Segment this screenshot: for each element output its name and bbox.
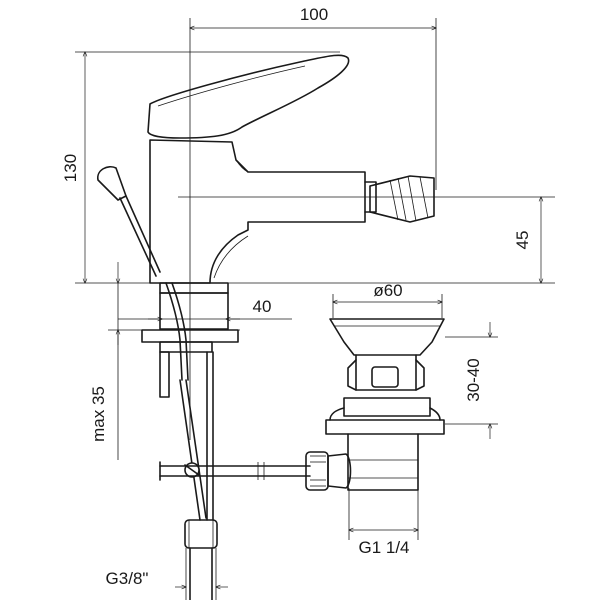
dim-max-thickness: max 35 [89,386,108,442]
dim-height-total: 130 [61,154,80,182]
dim-width-total: 100 [300,5,328,24]
dim-waste-diameter: ø60 [373,281,402,300]
dim-spout-height: 45 [513,231,532,250]
spout-nozzle [364,175,435,223]
dim-waste-thread: G1 1/4 [358,538,409,557]
dim-waste-range: 30-40 [464,358,483,401]
mounting-base [141,282,239,600]
mixer-body [97,54,435,284]
popup-rod-knob [97,165,161,277]
dim-inlet-thread: G3/8" [106,569,149,588]
dimension-lines [75,18,555,600]
dim-base-offset: 40 [253,297,272,316]
inlet-hex-nut [184,519,218,600]
popup-waste-valve [159,318,445,491]
waste-rod-connector [159,451,352,491]
